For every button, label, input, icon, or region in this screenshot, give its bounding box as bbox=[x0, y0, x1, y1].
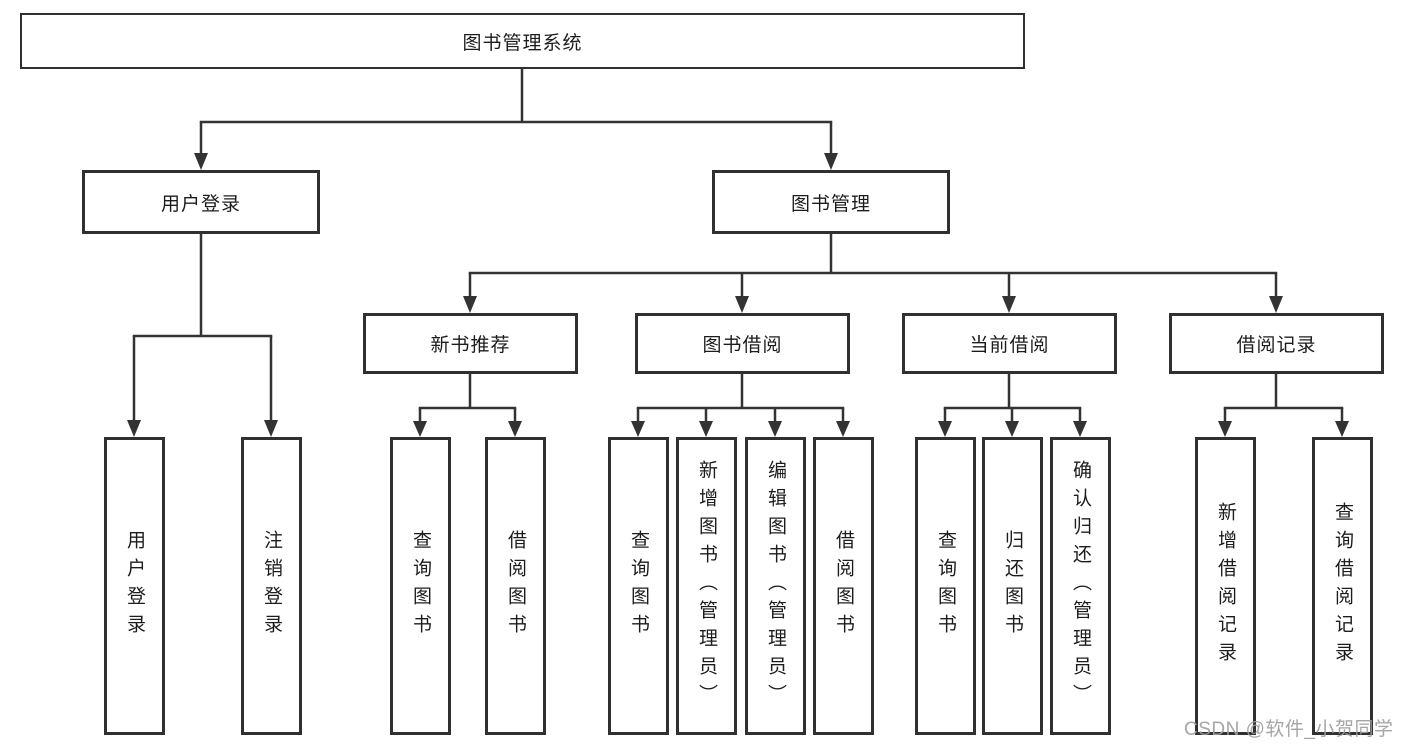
node-leaf-query-books-recommend-label: 查询图书 bbox=[410, 530, 431, 642]
edge-new-book-rec-children bbox=[413, 374, 522, 437]
node-leaf-borrow-books-recommend: 借阅图书 bbox=[485, 437, 546, 735]
node-leaf-add-books-admin: 新增图书（管理员） bbox=[676, 437, 737, 735]
node-leaf-user-login: 用户登录 bbox=[104, 437, 165, 735]
node-leaf-add-borrow-record: 新增借阅记录 bbox=[1195, 437, 1256, 735]
node-book-management: 图书管理 bbox=[712, 170, 950, 234]
edge-current-borrow-children bbox=[938, 374, 1087, 437]
node-leaf-borrow-books-label: 借阅图书 bbox=[833, 530, 854, 642]
node-leaf-confirm-return-admin: 确认归还（管理员） bbox=[1050, 437, 1111, 735]
edge-borrow-records-children bbox=[1218, 374, 1349, 437]
node-borrow-records: 借阅记录 bbox=[1169, 313, 1384, 374]
node-leaf-return-books: 归还图书 bbox=[982, 437, 1043, 735]
node-book-borrow-label: 图书借阅 bbox=[702, 335, 783, 356]
node-book-management-label: 图书管理 bbox=[790, 193, 871, 215]
node-new-book-recommend: 新书推荐 bbox=[363, 313, 578, 374]
node-borrow-records-label: 借阅记录 bbox=[1236, 335, 1317, 356]
node-user-login: 用户登录 bbox=[82, 170, 320, 234]
edge-user-login-children bbox=[127, 234, 278, 437]
node-current-borrow: 当前借阅 bbox=[902, 313, 1117, 374]
node-leaf-query-borrow-record: 查询借阅记录 bbox=[1312, 437, 1373, 735]
node-leaf-query-books-current-label: 查询图书 bbox=[935, 530, 956, 642]
node-leaf-add-borrow-record-label: 新增借阅记录 bbox=[1215, 502, 1236, 670]
node-leaf-query-books-current: 查询图书 bbox=[915, 437, 976, 735]
node-leaf-query-books-borrow: 查询图书 bbox=[608, 437, 669, 735]
node-new-book-recommend-label: 新书推荐 bbox=[430, 335, 511, 356]
node-book-borrow: 图书借阅 bbox=[635, 313, 850, 374]
node-leaf-query-borrow-record-label: 查询借阅记录 bbox=[1332, 502, 1353, 670]
node-user-login-label: 用户登录 bbox=[160, 193, 241, 215]
node-leaf-return-books-label: 归还图书 bbox=[1002, 530, 1023, 642]
edge-book-mgmt-to-level3 bbox=[463, 234, 1283, 313]
node-leaf-logout-label: 注销登录 bbox=[261, 530, 282, 642]
node-leaf-logout: 注销登录 bbox=[241, 437, 302, 735]
edge-root-to-level2 bbox=[194, 68, 838, 170]
node-leaf-add-books-admin-label: 新增图书（管理员） bbox=[696, 460, 717, 712]
edge-book-borrow-children bbox=[631, 374, 850, 437]
node-current-borrow-label: 当前借阅 bbox=[969, 335, 1050, 356]
node-root-library-system: 图书管理系统 bbox=[20, 13, 1025, 69]
node-leaf-confirm-return-admin-label: 确认归还（管理员） bbox=[1070, 460, 1091, 712]
node-leaf-edit-books-admin: 编辑图书（管理员） bbox=[745, 437, 806, 735]
node-root-label: 图书管理系统 bbox=[462, 32, 583, 54]
node-leaf-user-login-label: 用户登录 bbox=[124, 530, 145, 642]
node-leaf-borrow-books-recommend-label: 借阅图书 bbox=[505, 530, 526, 642]
node-leaf-query-books-borrow-label: 查询图书 bbox=[628, 530, 649, 642]
node-leaf-query-books-recommend: 查询图书 bbox=[390, 437, 451, 735]
node-leaf-borrow-books: 借阅图书 bbox=[813, 437, 874, 735]
csdn-watermark: CSDN @软件_小贺同学 bbox=[1184, 719, 1394, 740]
node-leaf-edit-books-admin-label: 编辑图书（管理员） bbox=[765, 460, 786, 712]
